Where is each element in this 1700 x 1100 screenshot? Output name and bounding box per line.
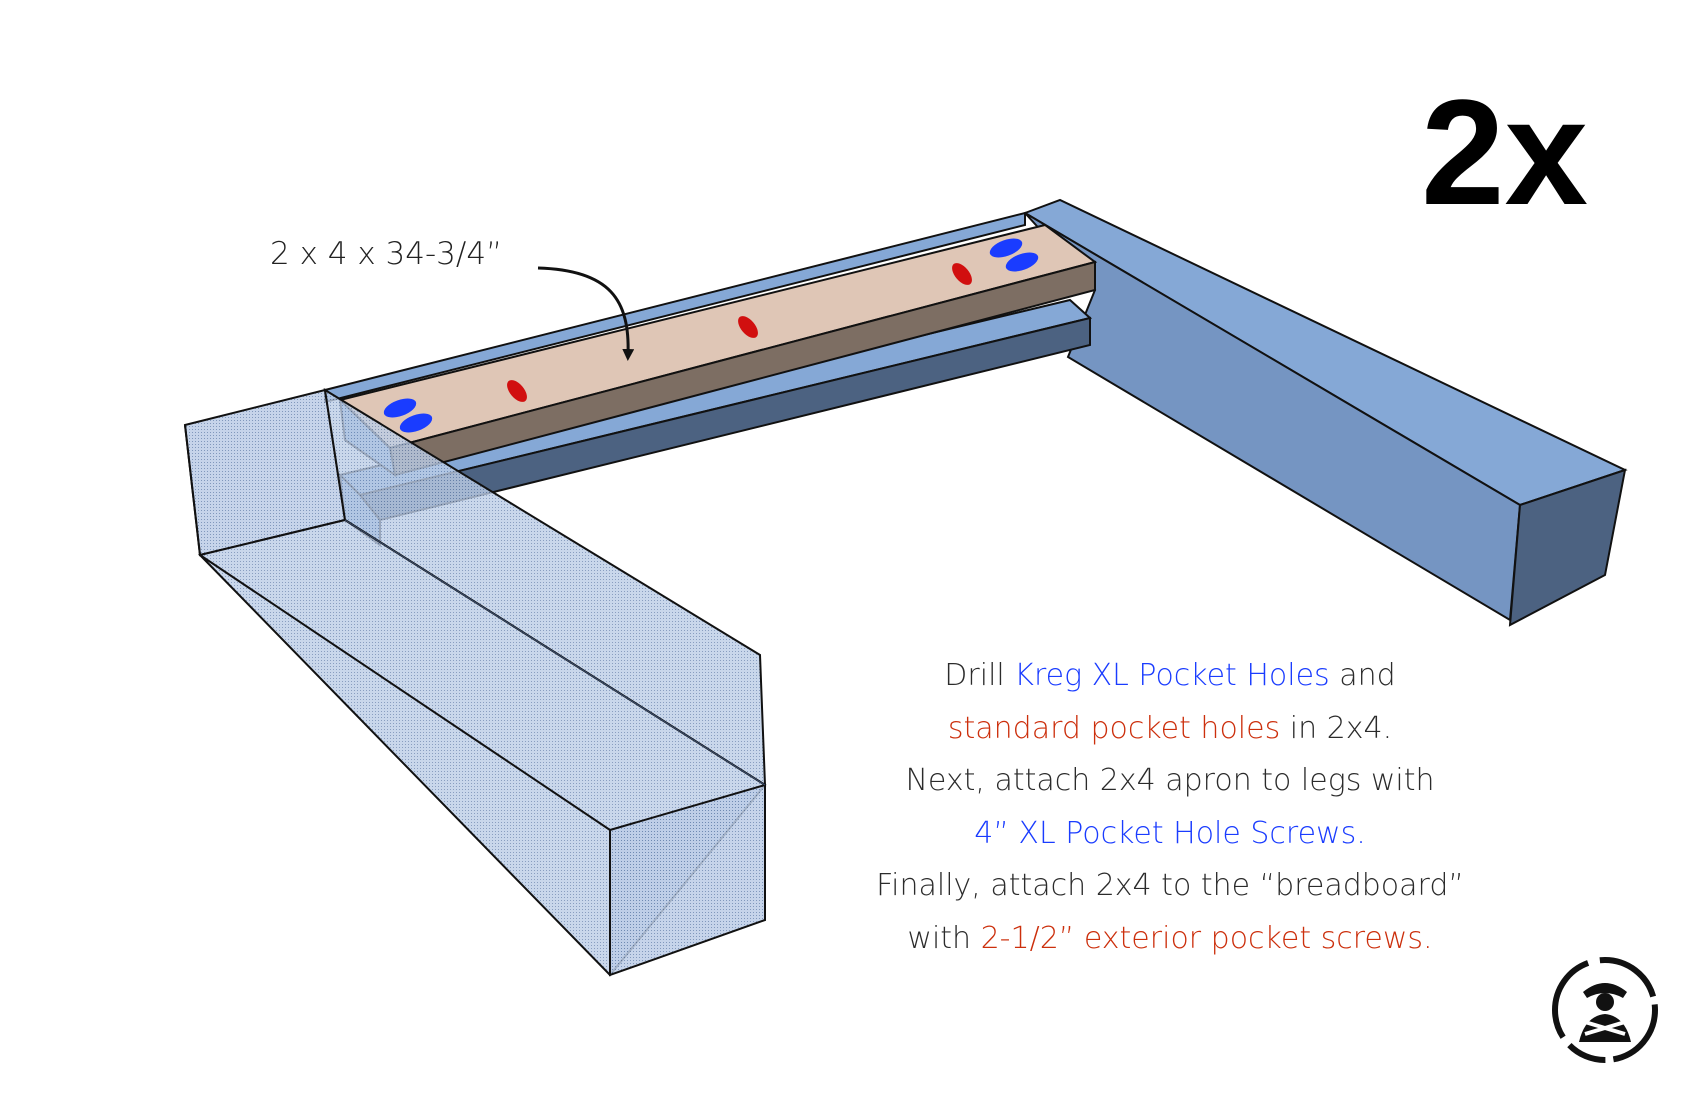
standard-pocket-hole-icon (738, 316, 758, 338)
left-leg-edge (199, 554, 611, 831)
plain-text: Drill (944, 658, 1015, 693)
xl-pocket-hole-icon (399, 413, 433, 433)
highlight-xl-pocket-holes: Kreg XL Pocket Holes (1014, 658, 1330, 693)
highlight-exterior-screws: 2-1/2” exterior pocket screws. (980, 920, 1433, 956)
count-label: 2x (1421, 68, 1588, 236)
left-leg (183, 388, 767, 977)
plain-text: and (1329, 658, 1396, 693)
xl-pocket-hole-icon (383, 398, 417, 418)
right-leg-end-face (1508, 468, 1627, 627)
standard-pocket-hole-icon (952, 263, 972, 285)
xl-pocket-hole-icon (989, 238, 1023, 258)
dimension-callout: 2 x 4 x 34-3/4” (270, 236, 503, 272)
plain-text: Next, attach 2x4 apron to legs with (905, 763, 1435, 798)
instructions-text: Drill Kreg XL Pocket Holes and standard … (850, 650, 1490, 965)
curved-arrow-icon (537, 266, 635, 361)
xl-pocket-hole-icon (1005, 252, 1039, 272)
instruction-line: Drill Kreg XL Pocket Holes and (850, 650, 1490, 703)
plain-text: Finally, attach 2x4 to the “breadboard” (876, 868, 1464, 903)
instruction-line: standard pocket holes in 2x4. (850, 703, 1490, 756)
woodworker-logo-icon (1552, 957, 1658, 1063)
plain-text: with (907, 920, 981, 956)
standard-pocket-hole-icon (507, 380, 527, 402)
instruction-line: Next, attach 2x4 apron to legs with (850, 755, 1490, 808)
right-leg (1022, 198, 1628, 627)
instruction-line: with 2-1/2” exterior pocket screws. (850, 913, 1490, 966)
instruction-line: Finally, attach 2x4 to the “breadboard” (850, 860, 1490, 913)
highlight-xl-screws: 4” XL Pocket Hole Screws. (974, 815, 1366, 851)
left-leg-edge (184, 424, 201, 556)
plain-text: in 2x4. (1280, 710, 1393, 746)
left-leg-hidden-edge (344, 519, 766, 786)
instruction-line: 4” XL Pocket Hole Screws. (850, 808, 1490, 861)
highlight-standard-pocket-holes: standard pocket holes (947, 710, 1281, 746)
